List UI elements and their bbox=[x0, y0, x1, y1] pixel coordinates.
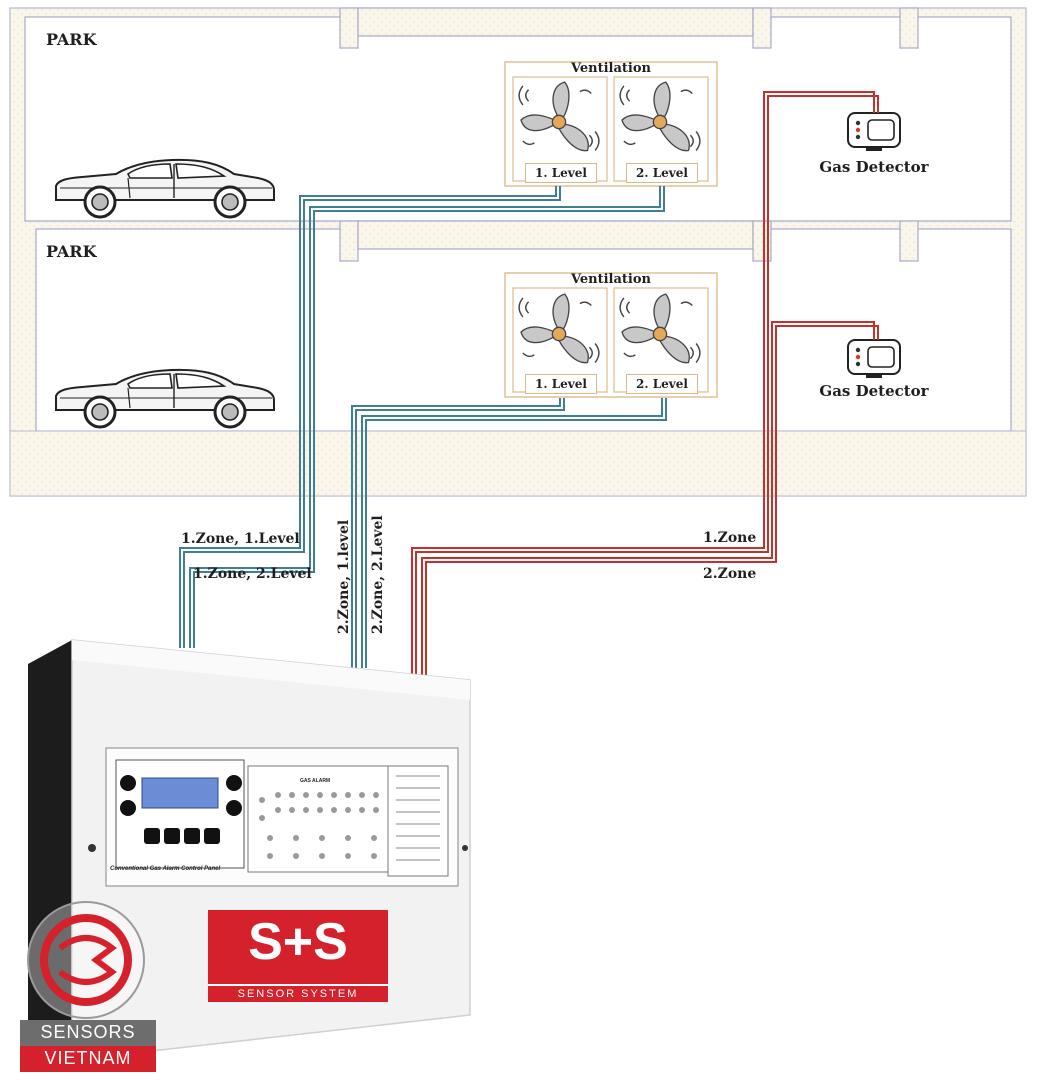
wire-label-gas-zone1: 1.Zone bbox=[703, 530, 757, 546]
gas-detector-label: Gas Detector bbox=[819, 158, 929, 176]
wire-label-gas-zone2: 2.Zone bbox=[703, 566, 757, 582]
fan-level-1-label: 1. Level bbox=[525, 163, 597, 183]
fan-level-1-label: 1. Level bbox=[525, 374, 597, 394]
gas-alarm-control-panel bbox=[28, 639, 471, 1061]
wire-label-zone2-level2: 2.Zone, 2.Level bbox=[370, 515, 386, 634]
sensors-vietnam-watermark bbox=[20, 901, 156, 1072]
watermark-line2: VIETNAM bbox=[44, 1048, 132, 1068]
floor-label-lower: PARK bbox=[46, 242, 97, 261]
gas-detector-wires bbox=[411, 91, 879, 676]
gas-detector-icon bbox=[847, 339, 901, 379]
gas-detector-icon bbox=[847, 112, 901, 152]
brand-name: SENSOR SYSTEM bbox=[208, 984, 388, 1000]
fan-level-2-label: 2. Level bbox=[626, 163, 698, 183]
ventilation-title-lower: Ventilation bbox=[571, 272, 651, 287]
zone-led-grid bbox=[259, 792, 379, 859]
panel-led-header: GAS ALARM bbox=[300, 778, 331, 784]
gas-detector-label: Gas Detector bbox=[819, 382, 929, 400]
panel-buttons bbox=[144, 828, 220, 844]
wire-label-zone1-level1: 1.Zone, 1.Level bbox=[181, 531, 300, 547]
ventilation-title-upper: Ventilation bbox=[571, 61, 651, 76]
wire-label-zone2-level1: 2.Zone, 1.level bbox=[336, 519, 352, 634]
watermark-line1: SENSORS bbox=[40, 1022, 136, 1042]
floor-label-upper: PARK bbox=[46, 30, 97, 49]
wire-label-zone1-level2: 1.Zone, 2.Level bbox=[193, 566, 312, 582]
fan-level-2-label: 2. Level bbox=[626, 374, 698, 394]
nav-arrow-icon bbox=[120, 775, 242, 816]
panel-model-label: Conventional Gas Alarm Control Panel bbox=[110, 866, 221, 872]
ventilation-wires bbox=[179, 186, 667, 668]
brand-mark: S+S bbox=[248, 913, 348, 971]
